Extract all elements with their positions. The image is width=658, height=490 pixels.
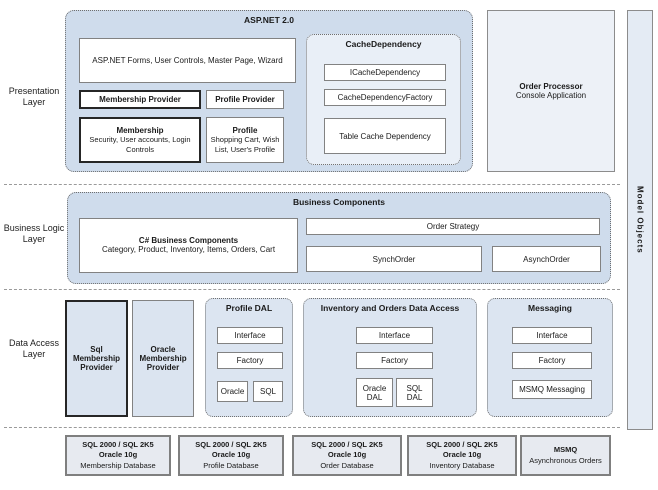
- inventory-orders-dal-title: Inventory and Orders Data Access: [320, 303, 460, 313]
- sql-membership-provider-box: Sql Membership Provider: [65, 300, 128, 417]
- asynchorder-box: AsynchOrder: [492, 246, 601, 272]
- synchorder-box: SynchOrder: [306, 246, 482, 272]
- inventory-dal-factory-box: Factory: [356, 352, 433, 369]
- db-line: Inventory Database: [429, 460, 495, 470]
- cachedependency-title: CacheDependency: [345, 39, 422, 49]
- db-line: SQL 2000 / SQL 2K5: [311, 440, 383, 450]
- label-business-logic-layer: Business Logic Layer: [3, 222, 65, 244]
- db-line: SQL 2000 / SQL 2K5: [195, 440, 267, 450]
- db-line: Oracle 10g: [98, 450, 138, 460]
- msmq-messaging-box: MSMQ Messaging: [512, 380, 592, 399]
- profile-dal-container: Profile DAL Interface Factory Oracle SQL: [205, 298, 293, 417]
- csharp-business-components-subtitle: Category, Product, Inventory, Items, Ord…: [101, 245, 276, 254]
- db-line: SQL 2000 / SQL 2K5: [82, 440, 154, 450]
- profile-box-title: Profile: [232, 126, 258, 136]
- separator-dataaccess-databases: [4, 427, 620, 428]
- messaging-title: Messaging: [528, 303, 572, 313]
- membership-database-box: SQL 2000 / SQL 2K5 Oracle 10g Membership…: [65, 435, 171, 476]
- aspnet-forms-box: ASP.NET Forms, User Controls, Master Pag…: [79, 38, 296, 83]
- messaging-interface-box: Interface: [512, 327, 592, 344]
- separator-business-dataaccess: [4, 289, 620, 290]
- model-objects-label: Model Objects: [635, 186, 645, 254]
- business-components-container: Business Components C# Business Componen…: [67, 192, 611, 284]
- icachedependency-box: ICacheDependency: [324, 64, 446, 81]
- inventory-database-box: SQL 2000 / SQL 2K5 Oracle 10g Inventory …: [407, 435, 517, 476]
- db-line: Oracle 10g: [211, 450, 251, 460]
- cachedependency-container: CacheDependency ICacheDependency CacheDe…: [306, 34, 461, 165]
- db-line: Profile Database: [203, 460, 259, 470]
- membership-provider-box: Membership Provider: [79, 90, 201, 109]
- label-data-access-layer: Data Access Layer: [8, 337, 60, 359]
- db-line: SQL 2000 / SQL 2K5: [426, 440, 498, 450]
- messaging-container: Messaging Interface Factory MSMQ Messagi…: [487, 298, 613, 417]
- profile-dal-factory-box: Factory: [217, 352, 283, 369]
- inventory-orders-dal-container: Inventory and Orders Data Access Interfa…: [303, 298, 477, 417]
- profile-dal-oracle-box: Oracle: [217, 381, 248, 402]
- msmq-queue-box: MSMQ Asynchronous Orders: [520, 435, 611, 476]
- messaging-factory-box: Factory: [512, 352, 592, 369]
- profile-provider-box: Profile Provider: [206, 90, 284, 109]
- business-components-title: Business Components: [292, 197, 386, 207]
- db-line: Asynchronous Orders: [529, 455, 602, 465]
- profile-dal-sql-box: SQL: [253, 381, 283, 402]
- profile-dal-interface-box: Interface: [217, 327, 283, 344]
- order-processor-box: Order Processor Console Application: [487, 10, 615, 172]
- separator-presentation-business: [4, 184, 620, 185]
- table-cache-dependency-box: Table Cache Dependency: [324, 118, 446, 154]
- order-database-box: SQL 2000 / SQL 2K5 Oracle 10g Order Data…: [292, 435, 402, 476]
- membership-box-subtitle: Security, User accounts, Login Controls: [89, 135, 191, 154]
- profile-dal-title: Profile DAL: [225, 303, 273, 313]
- oracle-membership-provider-box: Oracle Membership Provider: [132, 300, 194, 417]
- membership-box-title: Membership: [116, 126, 164, 136]
- profile-database-box: SQL 2000 / SQL 2K5 Oracle 10g Profile Da…: [178, 435, 284, 476]
- order-strategy-box: Order Strategy: [306, 218, 600, 235]
- label-presentation-layer: Presentation Layer: [8, 85, 60, 107]
- cachedependencyfactory-box: CacheDependencyFactory: [324, 89, 446, 106]
- aspnet-title: ASP.NET 2.0: [244, 15, 294, 25]
- order-processor-title: Order Processor: [519, 81, 583, 91]
- db-line: Oracle 10g: [327, 450, 367, 460]
- profile-box-subtitle: Shopping Cart, Wish List, User's Profile: [210, 135, 280, 154]
- aspnet-container: ASP.NET 2.0 ASP.NET Forms, User Controls…: [65, 10, 473, 172]
- db-line: Oracle 10g: [442, 450, 482, 460]
- csharp-business-components-box: C# Business Components Category, Product…: [79, 218, 298, 273]
- inventory-dal-interface-box: Interface: [356, 327, 433, 344]
- db-line: Membership Database: [80, 460, 156, 470]
- model-objects-bar: Model Objects: [627, 10, 653, 430]
- inventory-dal-oracle-dal-box: Oracle DAL: [356, 378, 393, 407]
- db-line: Order Database: [320, 460, 374, 470]
- order-processor-subtitle: Console Application: [515, 90, 587, 100]
- db-line: MSMQ: [553, 445, 578, 455]
- membership-box: Membership Security, User accounts, Logi…: [79, 117, 201, 163]
- csharp-business-components-title: C# Business Components: [138, 236, 239, 245]
- profile-box: Profile Shopping Cart, Wish List, User's…: [206, 117, 284, 163]
- inventory-dal-sql-dal-box: SQL DAL: [396, 378, 433, 407]
